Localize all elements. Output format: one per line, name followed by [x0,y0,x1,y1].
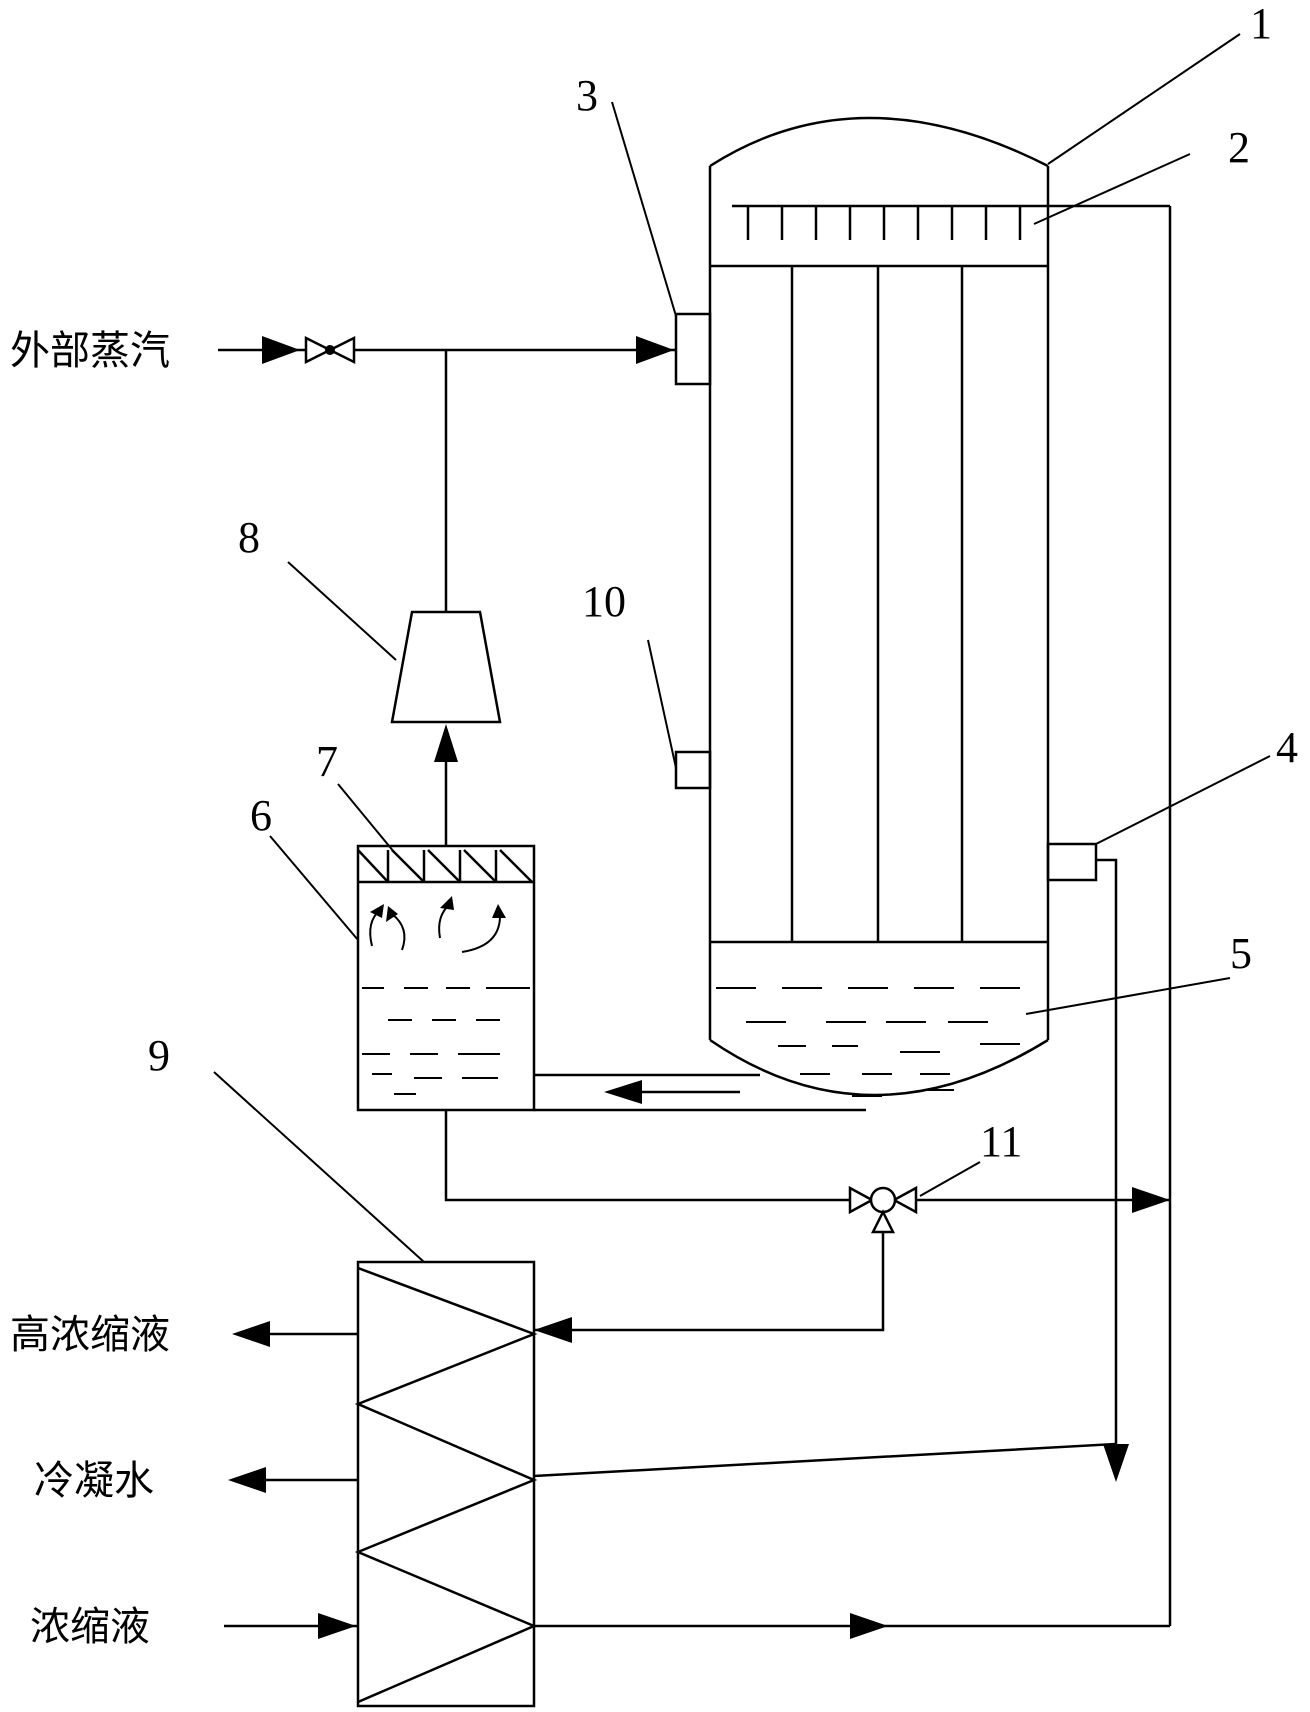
label-1: 1 [1250,0,1272,48]
label-8: 8 [238,513,260,562]
label-9: 9 [148,1031,170,1080]
circulation-pump [848,1185,918,1234]
steam-inlet-nozzle [674,312,712,386]
separator-tank [356,844,536,1112]
arrow-condensate-down [1103,1444,1129,1482]
vapor-compressor [390,610,502,724]
steam-valve [304,335,356,365]
label-11: 11 [980,1117,1022,1166]
separator-liquid [362,987,530,1095]
arrow-steam-to-vessel [636,336,674,364]
heating-tubes [790,266,964,942]
label-2: 2 [1228,123,1250,172]
arrow-concentrate-to-riser [850,1613,888,1639]
plate-heat-exchanger [356,1260,536,1708]
label-3: 3 [576,71,598,120]
arrow-recirculation [1132,1187,1170,1213]
evaporator-vessel [708,116,1050,1097]
leader-lines [213,33,1271,1263]
arrow-into-exchanger-top [534,1317,572,1343]
label-5: 5 [1230,929,1252,978]
arrow-vapor-up [434,724,458,762]
arrow-concentrate-in [318,1613,356,1639]
label-10: 10 [582,577,626,626]
arrow-high-concentrate-out [232,1321,270,1347]
separator-drain-line [444,1110,850,1202]
condensate-outlet-nozzle [1046,842,1098,882]
demister [357,849,533,883]
label-7: 7 [316,737,338,786]
arrow-condensate-out [228,1467,266,1493]
exchanger-flow-path [354,1266,538,1704]
label-6: 6 [250,791,272,840]
arrow-steam-in [262,336,300,364]
concentrate-label: 浓缩液 [30,1604,150,1650]
condensate-line [533,858,1118,1478]
label-4: 4 [1276,723,1298,772]
external-steam-label: 外部蒸汽 [10,328,170,374]
arrow-transfer-left [604,1080,642,1104]
vapor-flow-arrows [369,896,506,953]
side-nozzle-10 [674,750,712,790]
liquid-distributor [732,204,1170,240]
vessel-liquid-pool [716,987,1020,1097]
pump-to-exchanger-line [534,1232,885,1332]
condensate-water-label: 冷凝水 [34,1458,154,1504]
high-concentrate-label: 高浓缩液 [10,1312,170,1358]
